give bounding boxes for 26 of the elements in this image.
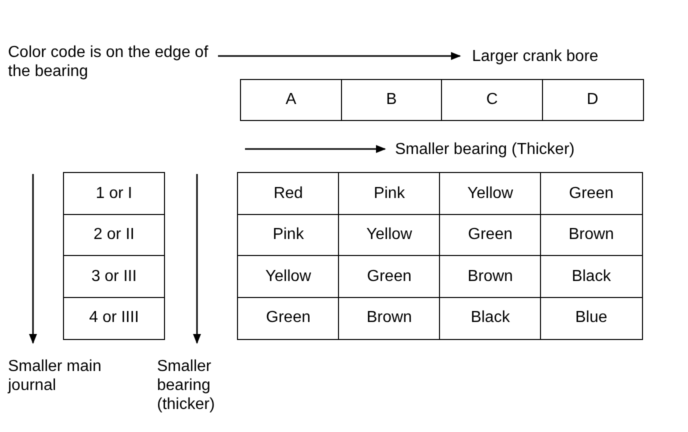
table-cell: Green — [237, 296, 340, 340]
axis-label: Smaller main journal — [8, 357, 102, 395]
table-cell: Black — [439, 296, 542, 340]
table-cell: B — [340, 79, 442, 121]
table-cell: A — [240, 79, 342, 121]
table-cell: Yellow — [237, 255, 340, 298]
table-cell: Brown — [338, 296, 440, 340]
table-cell: Brown — [540, 214, 642, 256]
axis-label: Larger crank bore — [472, 47, 600, 66]
table-cell: 2 or II — [63, 214, 165, 256]
table-cell: Brown — [439, 255, 542, 298]
table-cell: Green — [540, 172, 642, 215]
table-cell: 4 or IIII — [63, 296, 165, 340]
note-text: Color code is on the edge of the bearing — [8, 43, 210, 81]
axis-label: Smaller bearing (thicker) — [157, 357, 216, 414]
table-cell: Blue — [540, 296, 642, 340]
table-cell: 3 or III — [63, 255, 165, 298]
table-cell: Green — [338, 255, 440, 298]
table-cell: C — [441, 79, 543, 121]
axis-label: Smaller bearing (Thicker) — [395, 140, 576, 159]
table-cell: D — [542, 79, 644, 121]
table-cell: Black — [540, 255, 642, 298]
table-cell: Pink — [338, 172, 440, 215]
table-cell: Yellow — [439, 172, 542, 215]
table-cell: 1 or I — [63, 172, 165, 215]
table-cell: Red — [237, 172, 340, 215]
